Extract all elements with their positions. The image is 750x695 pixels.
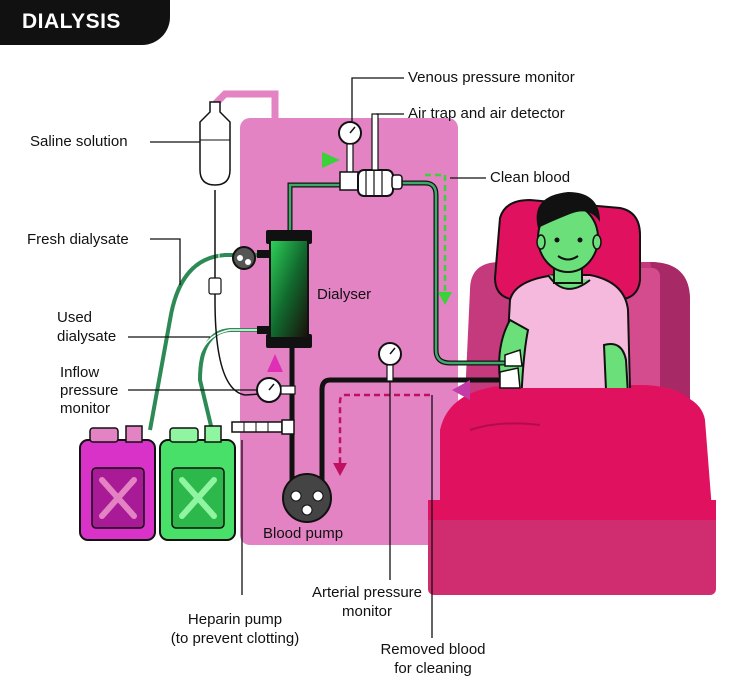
diagram-title: DIALYSIS: [22, 10, 121, 33]
saline-line: [214, 190, 291, 396]
label-dialyser: Dialyser: [317, 286, 372, 303]
leader-lines: [128, 77, 486, 638]
magenta-arrow-head: [267, 354, 283, 372]
label-inflow-1: Inflow: [60, 364, 100, 381]
fresh-dialysate-jug: [159, 425, 236, 541]
air-trap-detector: [339, 113, 403, 197]
venous-pressure-gauge: [338, 121, 362, 175]
title-banner: DIALYSIS: [0, 0, 170, 45]
removed-blood-flow-arrow: [333, 393, 430, 476]
label-removed-1: Removed blood: [380, 641, 486, 658]
label-clean-blood: Clean blood: [490, 169, 571, 186]
label-blood-pump: Blood pump: [263, 525, 344, 542]
label-venous-pressure-monitor: Venous pressure monitor: [408, 69, 575, 86]
label-fresh-dialysate: Fresh dialysate: [27, 231, 129, 248]
clean-blood-flow-arrow: [425, 173, 452, 305]
needle-clean: [504, 348, 523, 367]
needle-removed: [499, 367, 521, 389]
arterial-pressure-gauge: [378, 342, 402, 382]
green-arrow-head: [322, 152, 340, 168]
blood-pump: [282, 473, 332, 523]
heparin-syringe: [231, 419, 295, 435]
label-arterial-1: Arterial pressure: [311, 584, 423, 601]
fresh-dialysate-tube: [148, 253, 258, 431]
saline-bag: [199, 101, 231, 186]
label-arterial-2: monitor: [341, 603, 393, 620]
label-heparin-2: (to prevent clotting): [170, 630, 300, 647]
label-used-dialysate-2: dialysate: [57, 328, 117, 345]
magenta-arrow-head-bed: [452, 380, 470, 400]
used-dialysate-jug: [79, 425, 156, 541]
label-removed-2: for cleaning: [394, 660, 472, 677]
label-used-dialysate-1: Used: [57, 309, 93, 326]
label-air-trap: Air trap and air detector: [408, 105, 565, 122]
label-inflow-2: pressure: [60, 382, 119, 399]
label-heparin-1: Heparin pump: [187, 611, 283, 628]
saline-pole: [212, 90, 279, 120]
dialyser: [257, 230, 312, 348]
dialysate-valve: [232, 246, 256, 270]
label-inflow-3: monitor: [60, 400, 111, 417]
blanket: [440, 388, 712, 510]
label-saline-solution: Saline solution: [30, 133, 128, 150]
